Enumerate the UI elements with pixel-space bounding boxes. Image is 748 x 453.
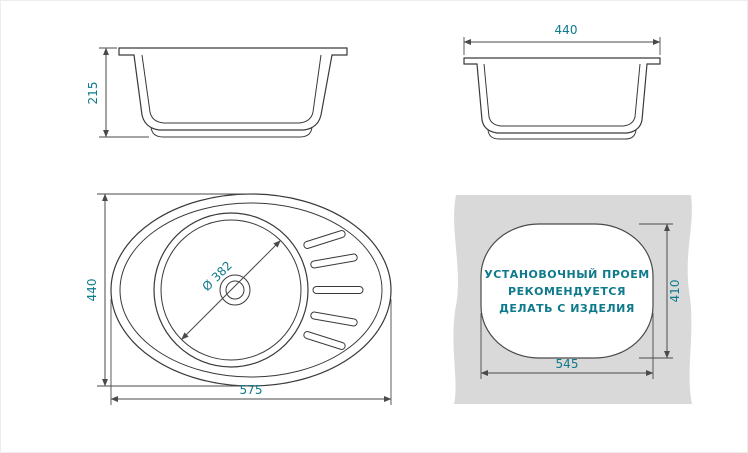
bowl-base bbox=[150, 126, 313, 138]
bowl-base bbox=[487, 129, 637, 140]
drainboard-slot-3 bbox=[312, 286, 364, 294]
dimension-label-440-left: 440 bbox=[85, 279, 99, 302]
cutout-opening bbox=[480, 223, 654, 359]
drainboard-slot-4 bbox=[310, 311, 358, 327]
bowl-inner-wall bbox=[141, 54, 322, 124]
cutout-note-line-1: УСТАНОВОЧНЫЙ ПРОЕМ bbox=[484, 268, 649, 281]
side-section-right-view: 440 bbox=[463, 23, 661, 140]
side-section-left-view: 215 bbox=[86, 47, 348, 138]
drainboard-slot-1 bbox=[303, 230, 346, 249]
dimension-label-215: 215 bbox=[86, 82, 100, 105]
bowl-outer-circle bbox=[153, 212, 309, 368]
dimension-label-440-top: 440 bbox=[555, 23, 578, 37]
dimension-label-410: 410 bbox=[668, 280, 682, 303]
cutout-note-line-3: ДЕЛАТЬ С ИЗДЕЛИЯ bbox=[499, 302, 635, 315]
dimension-line-diameter bbox=[181, 240, 281, 340]
top-view: Ø 382 440 575 bbox=[85, 193, 392, 405]
dimension-label-575: 575 bbox=[240, 383, 263, 397]
bowl-outer-wall bbox=[133, 54, 333, 131]
drain-inner-circle bbox=[225, 280, 245, 300]
cutout-note-line-2: РЕКОМЕНДУЕТСЯ bbox=[508, 285, 626, 298]
bowl-inner-wall bbox=[483, 63, 641, 127]
sink-inner-rim bbox=[119, 202, 383, 378]
drainboard-slot-5 bbox=[303, 331, 346, 350]
drain-outer-circle bbox=[219, 274, 251, 306]
bowl-inner-circle bbox=[160, 219, 302, 361]
cutout-view: УСТАНОВОЧНЫЙ ПРОЕМ РЕКОМЕНДУЕТСЯ ДЕЛАТЬ … bbox=[453, 195, 692, 404]
drainboard-slot-2 bbox=[310, 253, 358, 269]
bowl-outer-wall bbox=[476, 63, 648, 134]
dimension-label-545: 545 bbox=[556, 357, 579, 371]
